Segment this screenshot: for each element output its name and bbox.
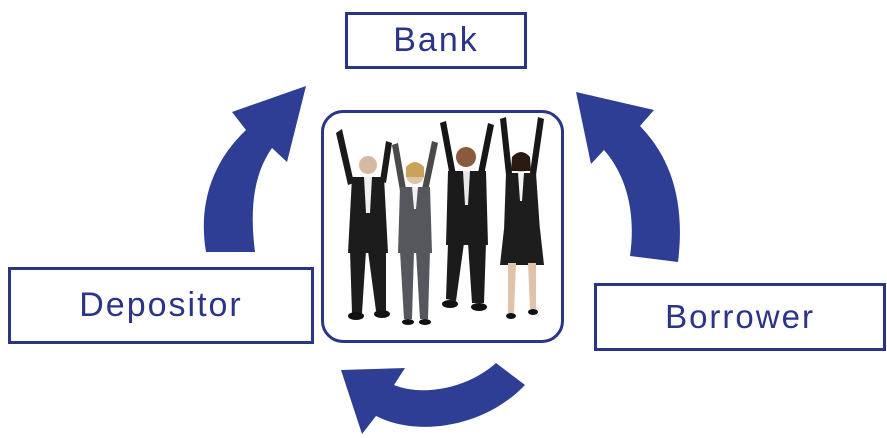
arrow-borrower-to-depositor [341,363,525,434]
arrow-depositor-to-bank [203,86,306,252]
bank-node: Bank [345,12,527,69]
center-photo [321,110,564,343]
person-4 [500,117,544,319]
jumping-people-image [336,117,544,325]
arrow-bank-to-borrower [576,92,680,262]
person-3 [440,121,494,311]
borrower-node: Borrower [594,283,886,351]
person-2 [392,141,438,325]
borrower-label: Borrower [665,298,815,335]
depositor-label: Depositor [79,286,243,324]
person-1 [336,129,392,320]
bank-label: Bank [393,21,479,59]
depositor-node: Depositor [8,267,314,344]
